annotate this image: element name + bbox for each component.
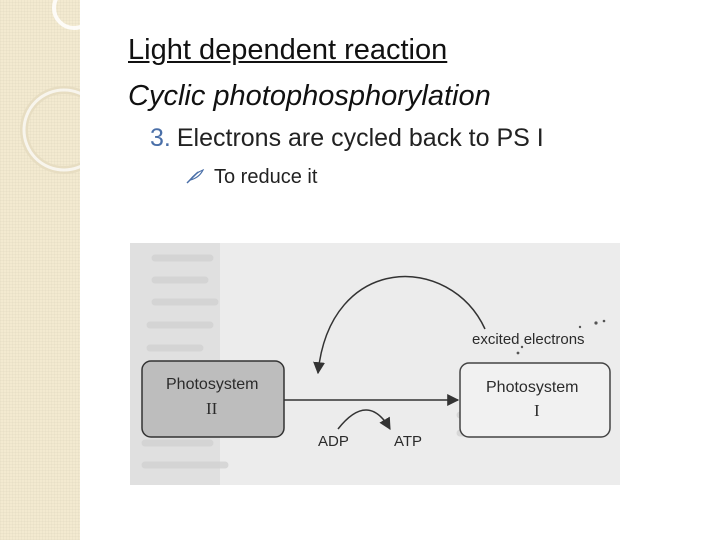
excited-electrons-label: excited electrons: [472, 331, 585, 348]
adp-label: ADP: [318, 433, 349, 450]
cyclic-electron-diagram: Photosystem II Photosystem I excited ele…: [130, 243, 620, 485]
photosystem-ii-label: Photosystem: [166, 376, 259, 393]
photosystem-i-box: [459, 362, 611, 438]
decorative-left-band: [0, 0, 80, 540]
atp-label: ATP: [394, 433, 423, 450]
decorative-rings-icon: [20, 0, 80, 174]
numbered-point: 3.Electrons are cycled back to PS I: [150, 124, 544, 153]
electron-dots: [516, 319, 606, 355]
sub-point: To reduce it: [186, 166, 317, 189]
point-number: 3.: [150, 124, 171, 152]
photosystem-ii-numeral: II: [206, 399, 218, 418]
slide-title: Light dependent reaction: [128, 34, 448, 66]
adp-atp-arrow: [337, 409, 391, 431]
diagram-graphic: [130, 243, 620, 485]
photosystem-i-numeral: I: [534, 401, 540, 420]
feather-bullet-icon: [186, 168, 206, 184]
sub-point-text: To reduce it: [214, 166, 318, 188]
slide-subtitle: Cyclic photophosphorylation: [128, 80, 491, 112]
point-text: Electrons are cycled back to PS I: [176, 124, 544, 152]
photosystem-i-label: Photosystem: [486, 379, 579, 396]
photosystem-ii-box: [141, 360, 285, 438]
cyclic-return-arrow: [313, 275, 486, 375]
